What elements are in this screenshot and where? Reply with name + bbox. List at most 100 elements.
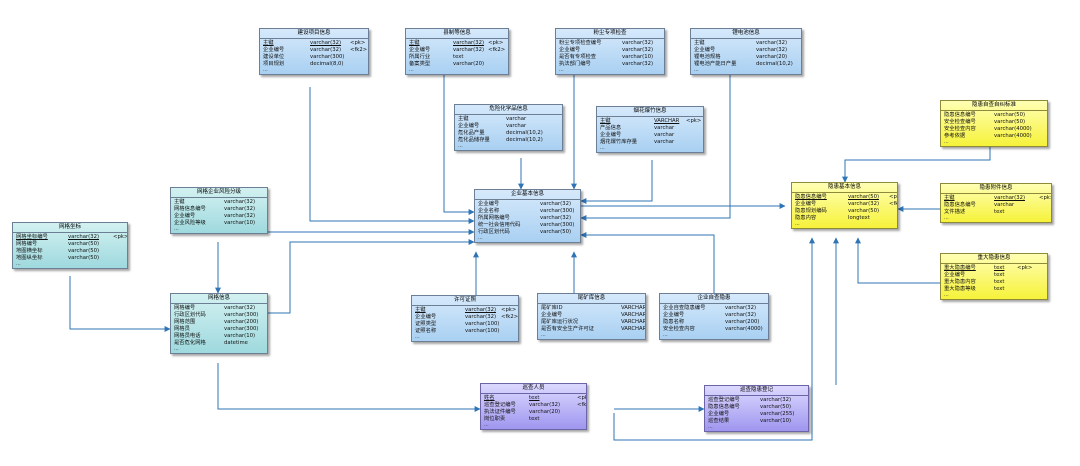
column-name: 企业编号 [478, 201, 500, 207]
column-name: 是否有专项检查 [559, 54, 597, 60]
column-key: <pk> [1039, 195, 1051, 201]
column-type: varchar [654, 125, 675, 131]
entity-title: 隐患附件信息 [941, 184, 1051, 194]
more-columns-ellipsis: ... [559, 67, 564, 73]
entity-columns: 隐患信息编号varchar(50)<pk>企业编号varchar(32)<fk>… [792, 193, 897, 228]
column-name: 地图横坐标 [16, 248, 43, 254]
entity-title: 巡查人员 [481, 384, 586, 394]
column-type: varchar(50) [848, 208, 880, 214]
column-row: 统一社会信用代码 varchar(300) [478, 222, 577, 229]
column-type: varchar(32) [725, 305, 757, 311]
column-type: varchar(32) [224, 206, 256, 212]
more-columns-ellipsis: ... [174, 346, 179, 352]
column-type: varchar(300) [540, 222, 575, 228]
entity-title: 隐患自查自纠标准 [941, 101, 1047, 111]
column-name: 巡查登记编号 [708, 397, 740, 403]
column-type: varchar(255) [760, 411, 795, 417]
column-name: 重大隐患等级 [944, 286, 976, 292]
column-name: 粉尘专项检查编号 [559, 40, 602, 46]
column-name: 企业编号 [541, 312, 563, 318]
column-row: 备案类型 varchar(20) [409, 61, 505, 68]
column-name: 企业编号 [600, 132, 622, 138]
column-type: varchar(10) [224, 220, 256, 226]
more-columns-ellipsis: ... [458, 143, 463, 149]
more-columns-ellipsis: ... [174, 226, 179, 232]
column-type: varchar(32) [310, 47, 342, 53]
column-name: 网格坐标编号 [16, 234, 48, 240]
column-type: VARCHAR [621, 312, 646, 318]
column-type: varchar(50) [540, 229, 572, 235]
more-columns-ellipsis: ... [600, 145, 605, 151]
column-name: 隐患信息编号 [944, 202, 976, 208]
more-columns-ellipsis: ... [484, 422, 489, 428]
column-type: text [994, 265, 1005, 271]
column-name: 尾矿库运行状况 [541, 319, 579, 325]
column-name: 隐患内容 [795, 215, 817, 221]
column-type: varchar(32) [994, 195, 1026, 201]
entity-hazard-attach[interactable]: 隐患附件信息主键varchar(32)<pk>隐患信息编号varchar文件描述… [940, 183, 1052, 223]
column-name: 主键 [600, 118, 611, 124]
column-key: <fk2> [350, 47, 368, 53]
entity-title: 企业基本信息 [475, 190, 580, 200]
more-columns-ellipsis: ... [795, 221, 800, 227]
column-name: 产品信息 [600, 125, 622, 131]
column-type: decimal(8,0) [310, 61, 344, 67]
column-name: 统一社会信用代码 [478, 222, 521, 228]
column-name: 行政区划代码 [174, 312, 206, 318]
column-name: 网格编号 [16, 241, 38, 247]
column-name: 企业编号 [415, 314, 437, 320]
column-type: varchar(32) [465, 307, 497, 313]
entity-columns: 主键varchar(32)<pk>隐患信息编号varchar文件描述text..… [941, 194, 1051, 222]
entity-hazard-basic[interactable]: 隐患基本信息隐患信息编号varchar(50)<pk>企业编号varchar(3… [791, 182, 898, 229]
column-type: varchar(20) [453, 61, 485, 67]
column-name: 隐患规划编码 [795, 208, 827, 214]
column-type: varchar(50) [994, 112, 1026, 118]
column-name: 备案类型 [409, 61, 431, 67]
column-name: 安全检查内容 [944, 126, 976, 132]
